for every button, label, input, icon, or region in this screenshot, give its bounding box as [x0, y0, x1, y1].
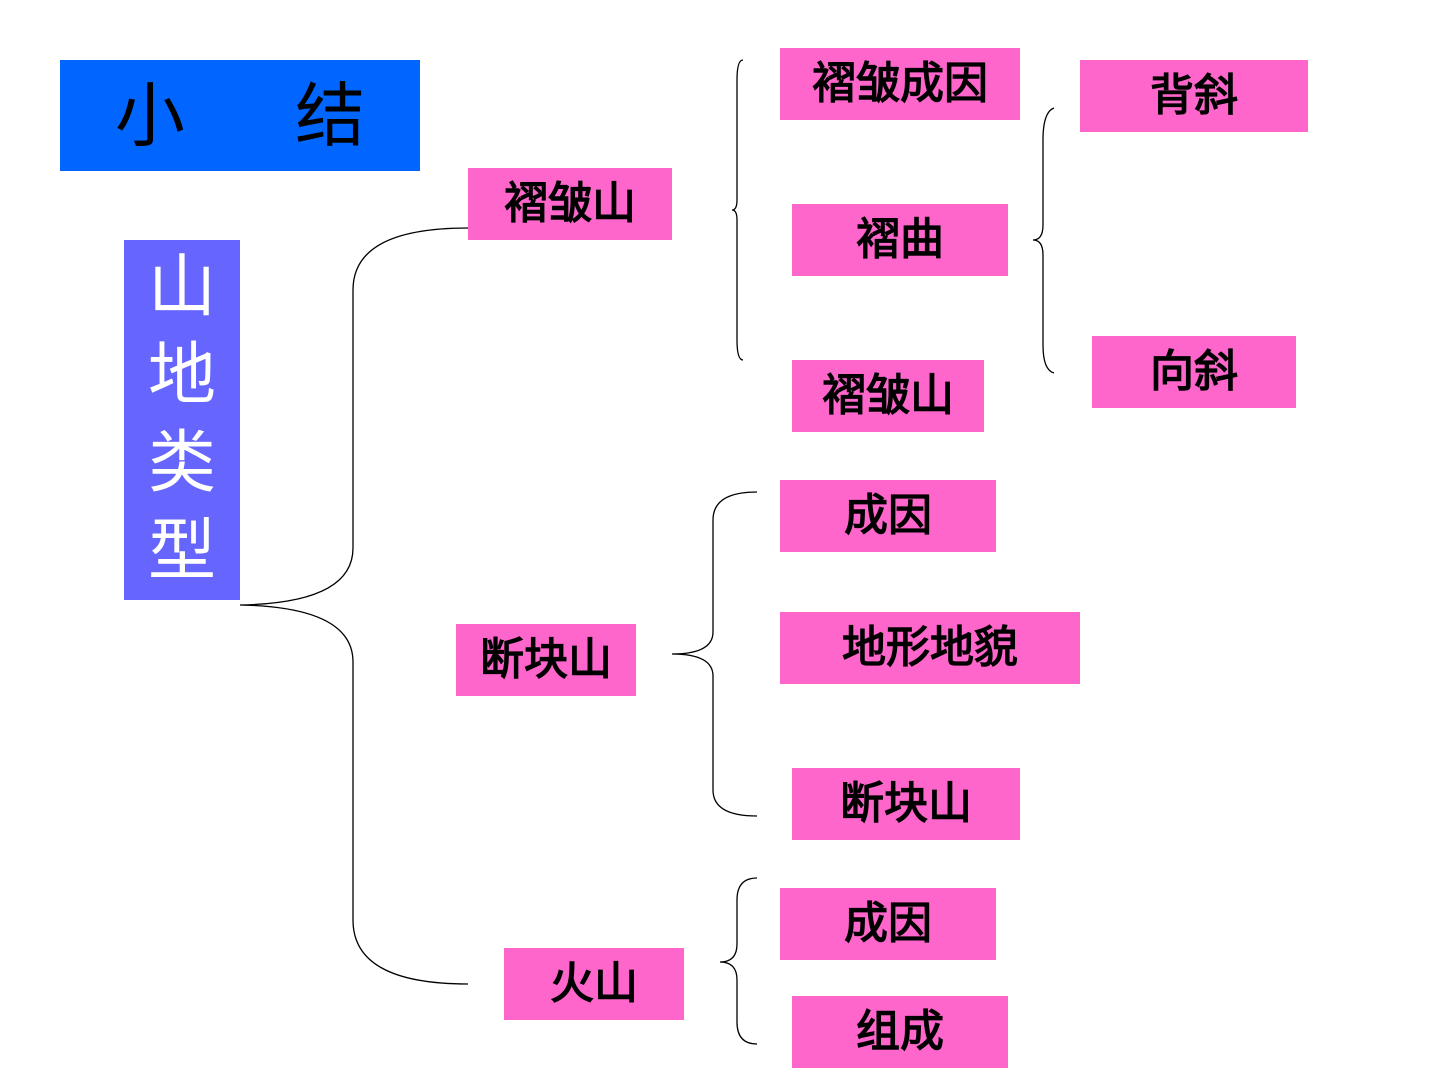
node-volcano: 火山	[504, 948, 684, 1020]
node-syncline: 向斜	[1092, 336, 1296, 408]
page-title: 小 结	[60, 60, 420, 171]
node-volcano-composition: 组成	[792, 996, 1008, 1068]
root-node-label: 山地类型	[147, 248, 216, 591]
main-brace	[239, 227, 469, 985]
root-node: 山地类型	[124, 240, 240, 600]
node-fold-cause: 褶皱成因	[780, 48, 1020, 120]
node-fault-mountain: 断块山	[456, 624, 636, 696]
volcano-brace	[719, 877, 758, 1045]
node-fold-mountain-landform: 褶皱山	[792, 360, 984, 432]
node-volcano-cause: 成因	[780, 888, 996, 960]
node-fold-mountain: 褶皱山	[468, 168, 672, 240]
node-anticline: 背斜	[1080, 60, 1308, 132]
node-fault-block-mountain: 断块山	[792, 768, 1020, 840]
fold-brace	[731, 59, 744, 361]
node-fold-curve: 褶曲	[792, 204, 1008, 276]
syncline-brace	[1032, 107, 1055, 374]
node-fault-landform: 地形地貌	[780, 612, 1080, 684]
fault-brace	[671, 491, 758, 817]
node-fault-cause: 成因	[780, 480, 996, 552]
